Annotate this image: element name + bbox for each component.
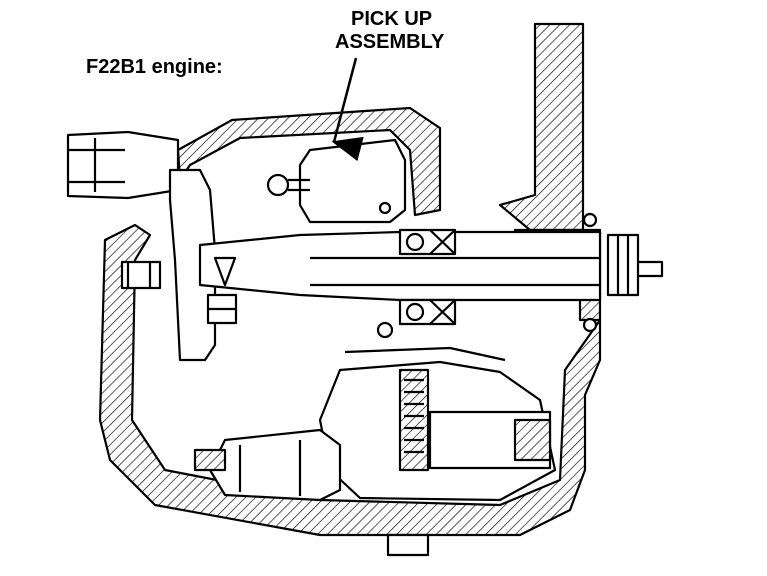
engine-label: F22B1 engine: (86, 56, 223, 78)
rotor (168, 168, 217, 362)
pickup-assembly (298, 138, 407, 224)
drain-plug (386, 533, 430, 557)
distributor-shaft (198, 230, 602, 302)
screw-b (582, 212, 598, 228)
screw-c (582, 317, 598, 333)
cap-terminal (66, 130, 180, 200)
drive-coupling (606, 233, 640, 297)
pickup-assembly-label: PICK UP ASSEMBLY (335, 8, 444, 54)
housing-lower-wall (98, 223, 602, 537)
distributor-housing (176, 106, 442, 217)
mounting-bracket (498, 22, 585, 232)
connector-clip (193, 448, 227, 472)
screw-a (376, 321, 394, 339)
pickup-label-line2: ASSEMBLY (335, 31, 445, 53)
coil-connector (208, 428, 342, 502)
coil-core (398, 368, 430, 472)
pickup-label-line1: PICK UP (351, 8, 433, 30)
pickup-callout-arrow (331, 57, 364, 162)
